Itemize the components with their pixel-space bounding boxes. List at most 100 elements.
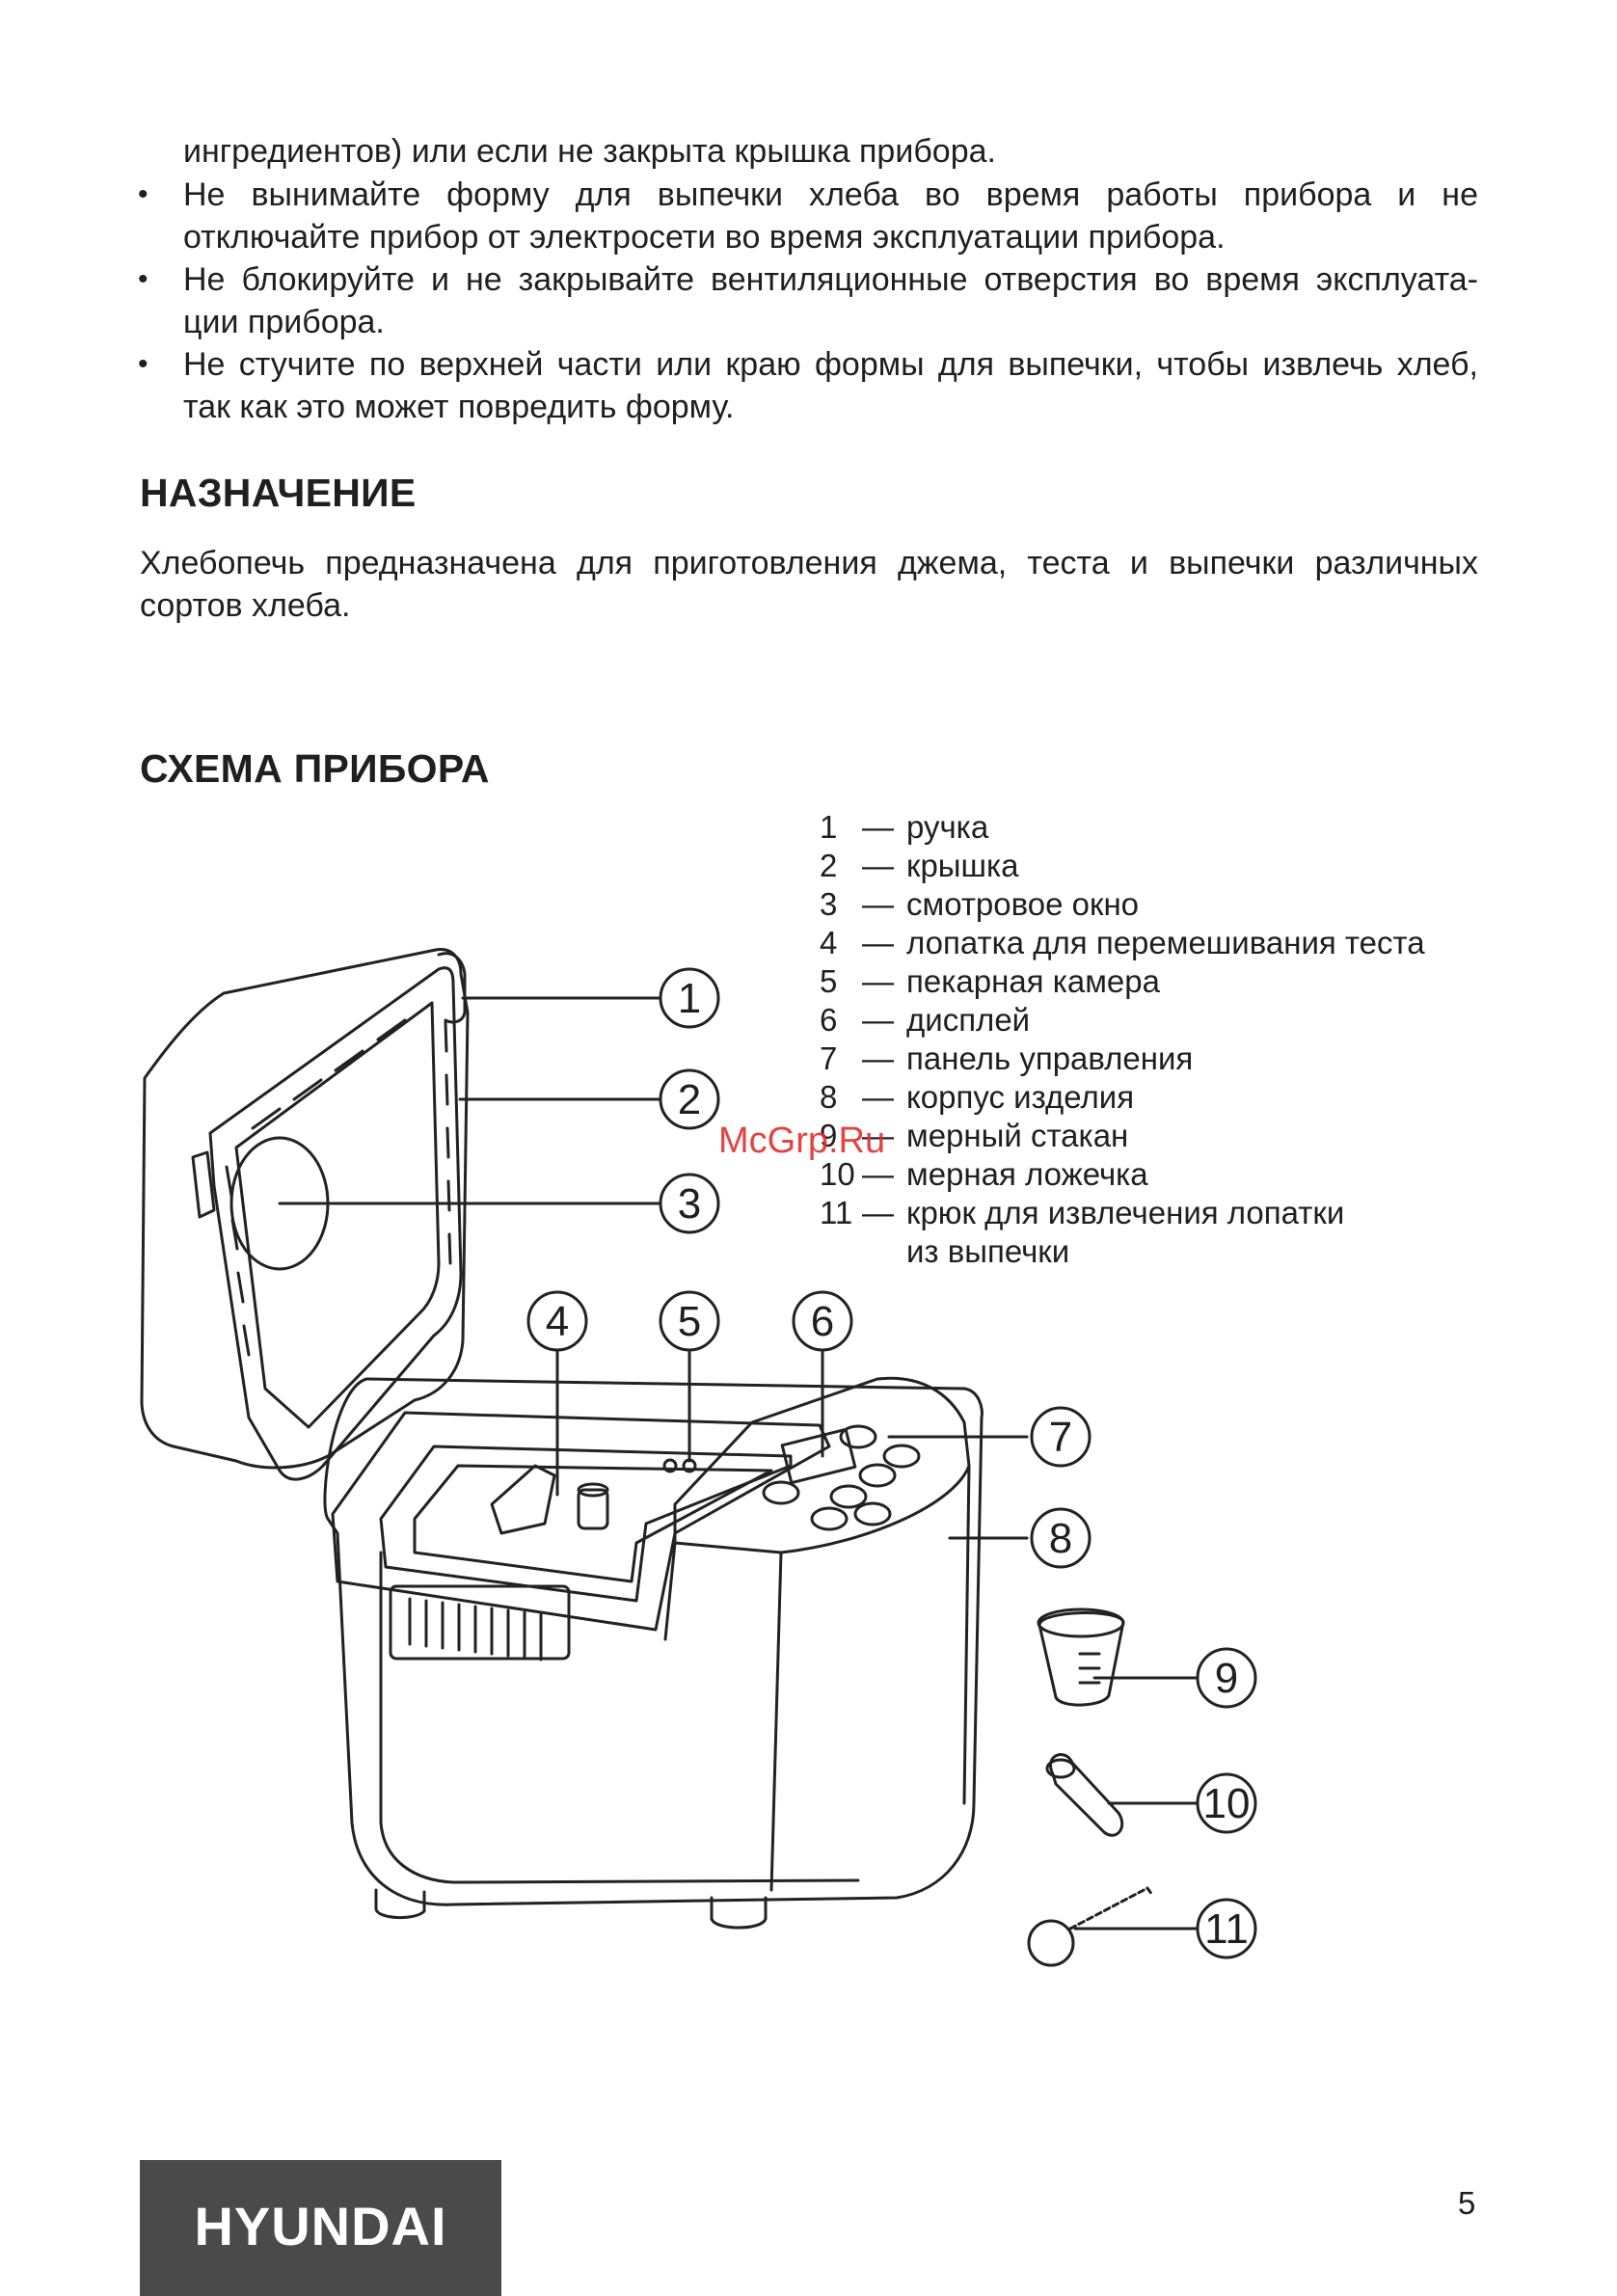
legend-number: 3 (820, 886, 838, 922)
measuring-cup (1038, 1611, 1125, 1707)
callout-circle (1196, 1898, 1257, 1959)
bullet-dot: • (138, 263, 148, 295)
bullet-dot: • (138, 178, 148, 210)
paddle-hook-wire (1068, 1886, 1154, 1931)
watermark: McGrp.Ru (718, 1121, 886, 1161)
legend-dash: — (862, 886, 894, 922)
callout-circle (659, 1290, 720, 1352)
legend-label: лопатка для перемешивания теста (906, 925, 1425, 960)
legend-number: 4 (820, 925, 838, 960)
legend-dash: — (862, 963, 894, 999)
lid-inner-frame (208, 966, 463, 1481)
control-button (829, 1484, 868, 1509)
purpose-line-1: Хлебопечь предназначена для приготовлени… (140, 545, 1478, 581)
control-button (839, 1424, 877, 1449)
callout-circle (1030, 1406, 1091, 1468)
body-foot (374, 1888, 426, 1919)
body-foot (710, 1896, 768, 1930)
vent-slots (408, 1597, 543, 1661)
legend-label: мерный стакан (906, 1118, 1129, 1153)
legend-number: 9 (820, 1118, 838, 1153)
callout-circle (792, 1290, 853, 1352)
legend-label: ручка (906, 809, 989, 845)
vent-panel (389, 1584, 571, 1661)
paddle-shaft-top (577, 1482, 609, 1498)
callout-number: 2 (678, 1076, 701, 1123)
legend-label: корпус изделия (906, 1079, 1135, 1115)
callout-circle (1196, 1772, 1257, 1834)
section-heading-purpose: НАЗНАЧЕНИЕ (140, 471, 417, 515)
bullet-1-line-1: Не вынимайте форму для выпечки хлеба во … (183, 176, 1478, 213)
control-button (762, 1480, 800, 1505)
chamber-screw (662, 1458, 678, 1473)
kneading-paddle (490, 1464, 556, 1535)
control-panel-edge (663, 1464, 971, 1892)
legend-label-continuation: из выпечки (906, 1233, 1070, 1269)
legend-dash: — (862, 1118, 894, 1153)
legend-number: 2 (820, 848, 838, 883)
legend-dash: — (862, 1002, 894, 1038)
lid-dash-marks (225, 1018, 452, 1357)
legend-number: 10 (820, 1156, 855, 1192)
callout-circle (659, 1068, 720, 1130)
legend-label: пекарная камера (906, 963, 1160, 999)
callout-number: 4 (546, 1298, 569, 1345)
callout-number: 9 (1215, 1655, 1238, 1702)
legend-label: смотровое окно (906, 886, 1140, 922)
callout-circle (1030, 1507, 1091, 1569)
section-heading-scheme: СХЕМА ПРИБОРА (140, 746, 490, 791)
legend-number: 1 (820, 809, 838, 845)
legend-label: мерная ложечка (906, 1156, 1148, 1192)
brand-logo: HYUNDAI (140, 2160, 501, 2296)
lid-inner-panel (234, 1001, 441, 1429)
brand-logo-text: HYUNDAI (194, 2196, 447, 2256)
legend-number: 6 (820, 1002, 838, 1038)
intro-line: ингредиентов) или если не закрыта крышка… (183, 133, 996, 170)
measuring-spoon (1049, 1753, 1124, 1837)
bullet-dot: • (138, 348, 148, 380)
callout-number: 7 (1049, 1414, 1072, 1461)
callout-number: 5 (678, 1298, 701, 1345)
lid-side-tab (191, 1150, 216, 1219)
display-screen (780, 1427, 857, 1485)
callout-circle (659, 967, 720, 1029)
page-number: 5 (1458, 2185, 1476, 2221)
paddle-hook-ring (1027, 1919, 1075, 1967)
callout-circle (1196, 1647, 1257, 1709)
control-button (882, 1444, 921, 1469)
bullet-2-line-1: Не блокируйте и не закрывайте вентиляцио… (183, 261, 1478, 298)
measuring-cup-marks (1078, 1652, 1101, 1685)
control-button (810, 1506, 849, 1531)
legend-label: крышка (906, 848, 1019, 883)
lid-outer-shell (140, 948, 470, 1470)
paddle-shaft (577, 1488, 609, 1530)
callout-number: 3 (678, 1180, 701, 1228)
legend-dash: — (862, 1156, 894, 1192)
legend-label: дисплей (906, 1002, 1031, 1038)
lid-handle (437, 952, 467, 1024)
body-front-edge (379, 1551, 860, 1884)
callout-number: 11 (1204, 1905, 1249, 1953)
measuring-spoon-bowl (1045, 1758, 1076, 1779)
callout-number: 10 (1203, 1780, 1251, 1827)
legend-dash: — (862, 848, 894, 883)
bullet-2-line-2: ции прибора. (183, 304, 385, 340)
measuring-cup-rim (1037, 1607, 1125, 1638)
legend-number: 11 (820, 1195, 853, 1230)
baking-pan-inner (413, 1464, 773, 1583)
control-button (853, 1501, 892, 1526)
legend-dash: — (862, 925, 894, 960)
baking-pan (379, 1445, 793, 1603)
callout-number: 1 (678, 975, 701, 1022)
control-panel-top (673, 1376, 971, 1554)
callout-circle (659, 1173, 720, 1234)
legend-dash: — (862, 1195, 894, 1230)
legend-dash: — (862, 1079, 894, 1115)
legend-number: 5 (820, 963, 838, 999)
control-button (858, 1463, 897, 1488)
legend-dash: — (862, 809, 894, 845)
callout-number: 6 (811, 1298, 834, 1345)
baking-chamber-rim (331, 1411, 831, 1632)
legend-label: панель управления (906, 1040, 1194, 1076)
